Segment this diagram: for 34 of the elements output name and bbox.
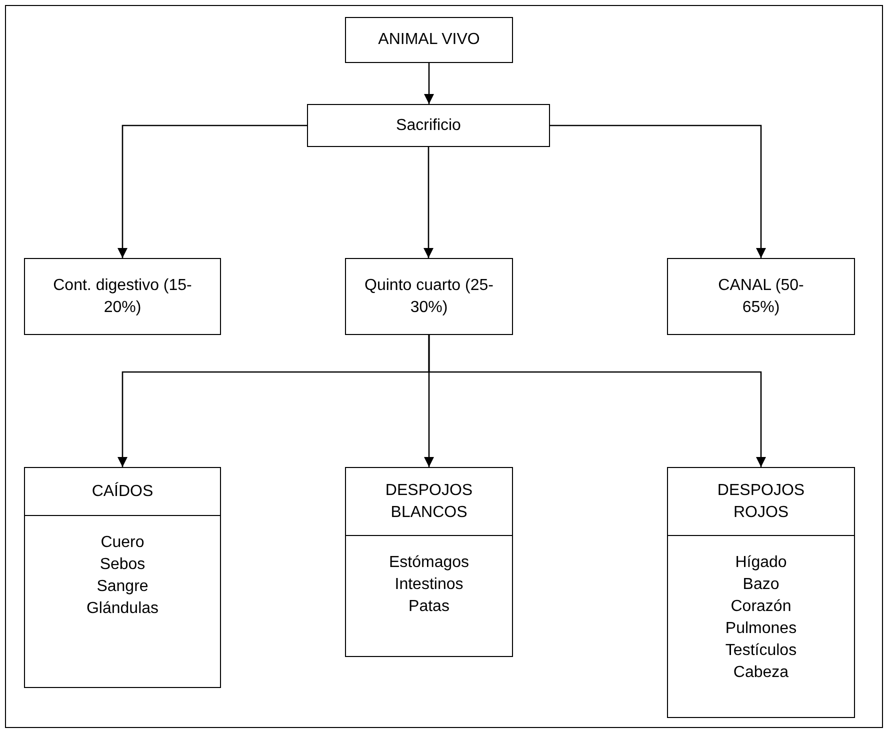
box-heading: CAÍDOS [92, 481, 154, 502]
arrow [428, 335, 766, 467]
list-item: Testículos [725, 641, 797, 661]
process-box [667, 258, 855, 335]
list-box [345, 467, 513, 657]
list-item: Sebos [100, 555, 146, 575]
list-item: Intestinos [394, 575, 464, 595]
box-heading: DESPOJOS ROJOS [716, 480, 806, 522]
box-label: ANIMAL VIVO [378, 30, 480, 50]
list-item: Estómagos [388, 553, 470, 573]
arrow [118, 124, 307, 258]
list-item: Pulmones [725, 619, 797, 639]
box-label: Sacrificio [396, 116, 461, 136]
list-item: Cabeza [733, 663, 789, 683]
box-label: Quinto cuarto (25-30%) [364, 276, 494, 318]
process-box [307, 104, 550, 147]
list-item: Bazo [742, 575, 780, 595]
list-item: Cuero [100, 533, 144, 553]
list-item: Patas [408, 597, 450, 617]
list-box [667, 467, 855, 718]
list-item: Sangre [96, 577, 148, 597]
process-box [24, 258, 221, 335]
list-box [24, 467, 221, 688]
box-label: CANAL (50-65%) [717, 276, 805, 318]
box-heading: DESPOJOS BLANCOS [384, 480, 474, 522]
list-item: Hígado [735, 553, 787, 573]
arrow [424, 63, 434, 104]
list-item: Corazón [730, 597, 792, 617]
list-item: Glándulas [86, 599, 159, 619]
process-box [345, 17, 513, 63]
arrow [550, 124, 766, 258]
process-box [345, 258, 513, 335]
arrow [424, 147, 434, 258]
box-label: Cont. digestivo (15-20%) [52, 276, 193, 318]
